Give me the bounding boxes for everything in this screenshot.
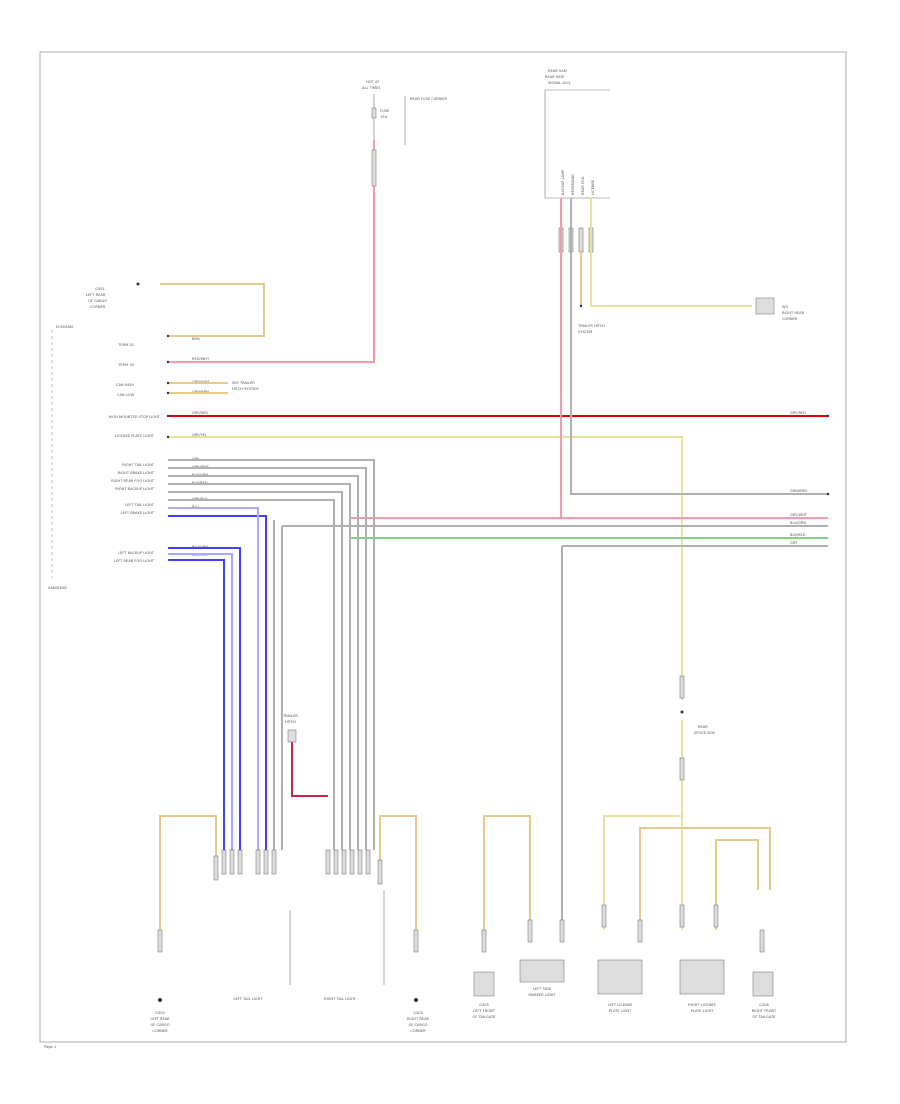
component-2-name: RIGHT TAIL LIGHT [324,997,357,1001]
component-3-desc-3: CORNER [410,1029,426,1033]
right-wire-label-2: GRY/WHT [790,513,808,517]
controller-side-note-2: HITCH SYSTEM [232,387,258,391]
controller-input-4: HIGH MOUNTED STOP LIGHT [109,415,161,419]
trailer-hitch-box: TRAILER HITCH [282,714,298,724]
wire-harness [159,140,828,940]
component-0-desc-3: CORNER [152,1029,168,1033]
rear-module: REAR SIDE SIGNAL ACQ. BACKUP LAMP REVERS… [544,75,610,334]
right-wire-label-3: BLK/GRN [790,521,806,525]
wire-label-1: RED/WHT [192,357,210,361]
splice-label-2: SPLICE BOX [694,731,715,735]
module-pin-1: BACKUP LAMP [561,169,565,195]
controller-input-11: LEFT BRAKE LIGHT [121,511,155,515]
module-pin-2: REVERSING [571,174,575,195]
trailer-box-label-2: HITCH [285,720,296,724]
wire-label-5: GRY/YEL [192,433,207,437]
component-3-name: G303 [413,1011,423,1015]
component-4-desc-2: OF TAILGATE [473,1015,497,1019]
page-ref: Page 1 [44,1045,56,1049]
module-top-label-1: REAR SIDE [545,75,565,79]
wire-term30 [168,140,375,363]
right-wire-label-5: GRY [790,541,798,545]
wire-module-gray [570,198,828,495]
component-3-desc-1: RIGHT REAR [407,1017,430,1021]
controller-input-12: LEFT BACKUP LIGHT [118,551,155,555]
wire-module-yellow [590,198,752,307]
component-1-name: LEFT TAIL LIGHT [234,997,264,1001]
component-7-name: RIGHT LICENSE [688,1003,716,1007]
controller-title: ECM/SAM [56,325,73,329]
component-4-desc-1: LEFT FRONT [473,1009,496,1013]
ground-top-left: G301 LEFT REAR OF CARGO CORNER [86,282,140,309]
component-6-desc-1: PLATE LIGHT [609,1009,633,1013]
wire-license [168,436,683,700]
ignition-label-2: ALL TIMES [362,86,381,90]
module-top-label-2: SIGNAL ACQ. [548,81,571,85]
wire-ground-loop [160,283,265,337]
controller-input-6: RIGHT TAIL LIGHT [122,463,155,467]
component-0-desc-1: LEFT REAR [150,1017,170,1021]
wire-label-0: BRN [192,337,200,341]
component-symbols [158,959,774,1002]
fuse-rating: 15A [380,115,388,119]
controller-input-5: LICENSE PLATE LIGHT [115,434,155,438]
wire-label-4: GRY/RED [192,411,208,415]
module-pin-3: REAR FOG [581,176,585,195]
component-8-desc-1: RIGHT FRONT [752,1009,777,1013]
controller-input-2: CAN HIGH [116,383,134,387]
component-5-name: LEFT SIDE [533,987,552,991]
fuse-label: FUSE [380,109,390,113]
pin-markers [166,304,830,496]
splice-label-1: REAR [698,725,708,729]
controller-side-note-1: SEE TRAILER [232,381,255,385]
controller-input-3: CAN LOW [117,393,135,397]
controller-input-9: RIGHT BACKUP LIGHT [115,487,155,491]
right-wire-label-0: GRY/RED [790,411,806,415]
component-0-desc-2: OF CARGO [150,1023,169,1027]
controller-footer: SAM/REAR [48,586,67,590]
ground-top-right-label-3: CORNER [782,317,798,321]
component-3-desc-2: OF CARGO [408,1023,427,1027]
ground-top-left-label-2: LEFT REAR [86,293,106,297]
component-5-desc-1: MARKER LIGHT [528,993,556,997]
controller-input-1: TERM 30 [117,363,134,367]
right-wire-label-1: GRN/BRN [790,489,807,493]
diagram-border [39,51,847,1043]
ignition-source: HOT AT ALL TIMES FUSE 15A REAR FUSE CARR… [362,80,448,145]
right-wire-label-4: BLK/RED [790,533,806,537]
module-pin-4: LICENSE [591,179,595,195]
controller-input-0: TERM 31 [117,343,134,347]
ground-top-left-label-4: CORNER [90,305,106,309]
ground-top-right-label-2: RIGHT REAR [782,311,805,315]
conn-label-2: SYSTEM [578,330,592,334]
controller-input-13: LEFT REAR FOG LIGHT [114,559,155,563]
ground-top-left-label-3: OF CARGO [88,299,107,303]
component-8-desc-2: OF TAILGATE [753,1015,777,1019]
fuse-box-label: REAR FUSE CARRIER [410,97,448,101]
controller-input-7: RIGHT BRAKE LIGHT [118,471,155,475]
controller-input-8: RIGHT REAR FOG LIGHT [111,479,155,483]
controller-input-10: LEFT TAIL LIGHT [125,503,155,507]
component-labels: G302 LEFT REAR OF CARGO CORNER LEFT TAIL… [150,987,777,1033]
component-7-desc-1: PLATE LIGHT [691,1009,715,1013]
component-8-name: G306 [759,1003,769,1007]
conn-label-1: TRAILER HITCH [577,324,605,328]
ignition-label-1: HOT AT [366,80,380,84]
component-6-name: LEFT LICENSE [608,1003,633,1007]
right-wire-labels: GRY/RED GRN/BRN GRY/WHT BLK/GRN BLK/RED … [790,411,808,545]
ground-top-right-label: W3 [782,305,788,309]
ground-top-left-label-1: G301 [95,287,105,291]
module-label: REAR SAM [548,69,567,73]
rear-splice: REAR SPLICE BOX [679,675,715,781]
trailer-box-label-1: TRAILER [282,714,298,718]
ground-top-right: W3 RIGHT REAR CORNER [755,297,805,321]
component-4-name: G305 [479,1003,489,1007]
bottom-connectors [157,849,765,985]
component-0-name: G302 [155,1011,165,1015]
